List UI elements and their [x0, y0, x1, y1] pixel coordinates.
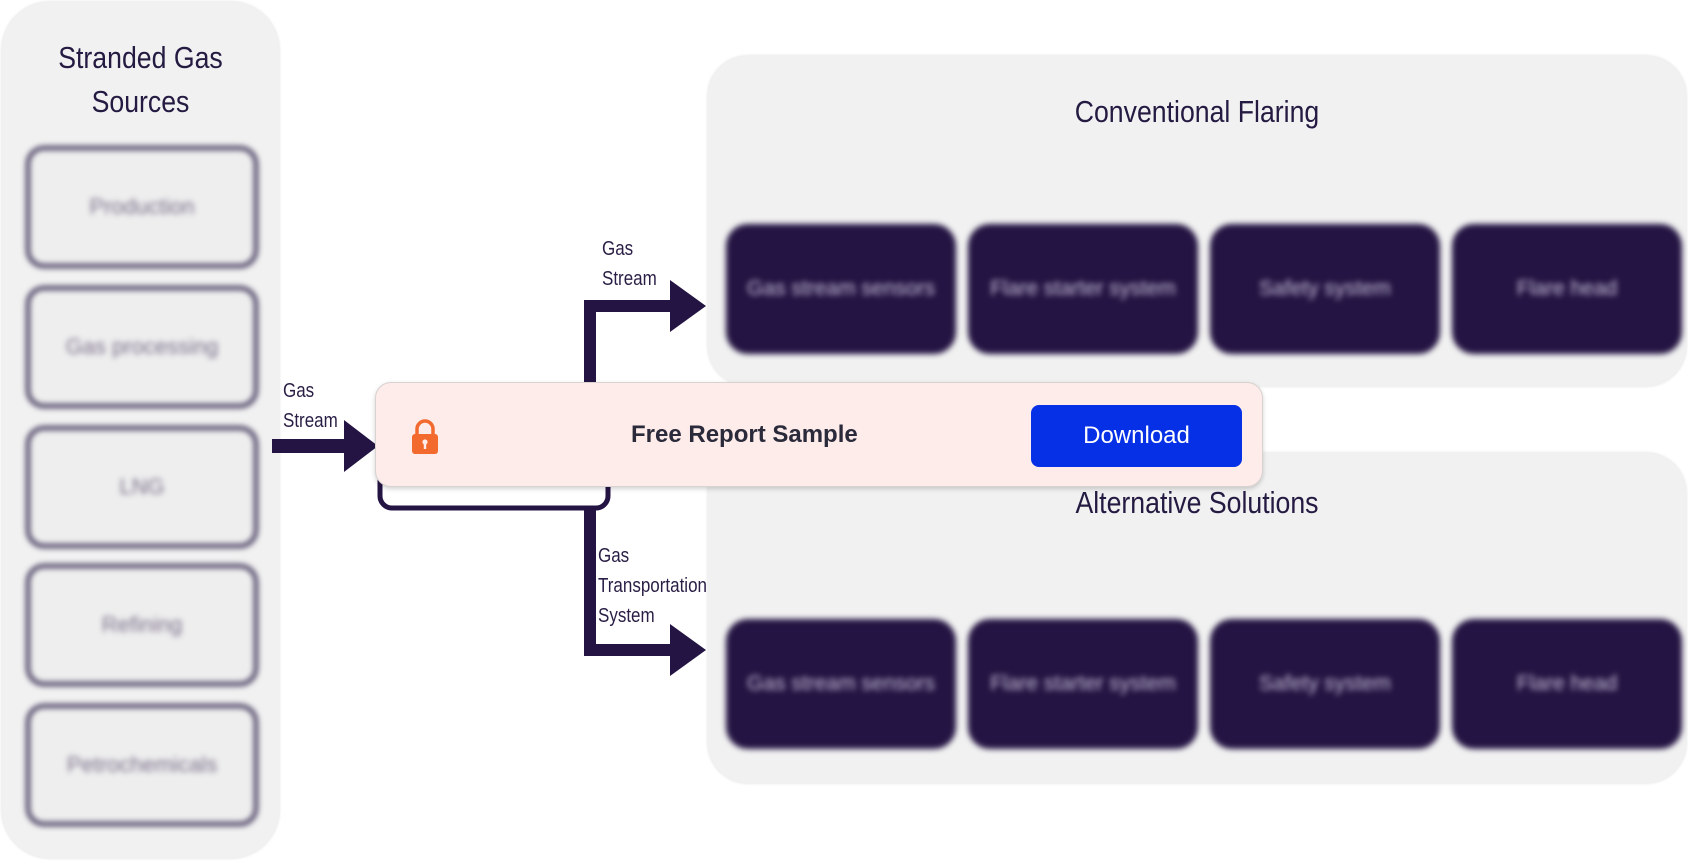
free-report-banner: Free Report Sample Download [375, 382, 1263, 487]
source-refining: Refining [26, 564, 258, 686]
conventional-component: Gas stream sensors [726, 224, 956, 354]
conventional-flaring-panel: Conventional Flaring Gas stream sensors … [708, 56, 1686, 386]
alternative-component: Flare starter system [968, 619, 1198, 749]
conventional-component: Flare head [1452, 224, 1682, 354]
upper-arrow-head [670, 280, 706, 332]
conventional-components: Gas stream sensors Flare starter system … [726, 224, 1686, 354]
conventional-component: Safety system [1210, 224, 1440, 354]
alternative-solutions-panel: Alternative Solutions Gas stream sensors… [708, 453, 1686, 783]
input-arrow-head [344, 420, 378, 472]
conventional-component: Flare starter system [968, 224, 1198, 354]
sources-title-line1: Stranded Gas [58, 40, 223, 75]
sources-panel: Stranded Gas Sources Production Gas proc… [2, 2, 279, 858]
source-lng: LNG [26, 426, 258, 548]
lock-icon [412, 419, 438, 454]
source-gas-processing: Gas processing [26, 286, 258, 408]
sources-title-line2: Sources [91, 84, 190, 119]
alternative-component: Flare head [1452, 619, 1682, 749]
source-petrochemicals: Petrochemicals [26, 704, 258, 826]
alternative-title: Alternative Solutions [1075, 485, 1319, 520]
lower-arrow-head [670, 624, 706, 676]
conventional-title: Conventional Flaring [1074, 94, 1320, 129]
alternative-component: Gas stream sensors [726, 619, 956, 749]
source-production: Production [26, 146, 258, 268]
alternative-components: Gas stream sensors Flare starter system … [726, 619, 1686, 749]
download-button[interactable]: Download [1031, 405, 1242, 467]
alternative-component: Safety system [1210, 619, 1440, 749]
banner-title: Free Report Sample [631, 421, 858, 448]
